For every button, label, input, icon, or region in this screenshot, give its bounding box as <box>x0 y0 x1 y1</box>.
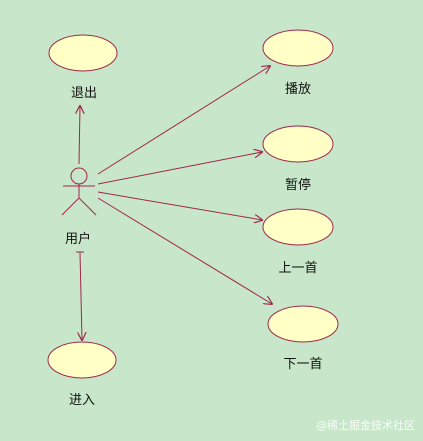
watermark: @稀土掘金技术社区 <box>316 419 415 432</box>
arrow-to-play <box>97 66 270 175</box>
use-case-previous-label: 上一首 <box>278 261 318 276</box>
use-case-previous-ellipse <box>262 208 334 246</box>
use-case-next-label: 下一首 <box>283 357 323 372</box>
use-case-enter-label: 进入 <box>68 393 96 408</box>
use-case-play-ellipse <box>262 29 334 67</box>
use-case-exit-label: 退出 <box>70 86 98 101</box>
arrow-to-enter <box>80 251 82 340</box>
arrow-to-exit <box>79 106 80 165</box>
use-case-exit-ellipse <box>48 34 118 72</box>
use-case-pause-ellipse <box>262 125 334 163</box>
use-case-pause-label: 暂停 <box>284 178 312 193</box>
arrow-to-pause <box>97 152 262 185</box>
arrow-to-previous <box>97 191 262 220</box>
use-case-play-label: 播放 <box>284 82 312 97</box>
use-case-next-ellipse <box>267 305 339 343</box>
actor-figure <box>61 167 97 216</box>
arrow-to-next <box>97 197 272 304</box>
use-case-enter-ellipse <box>47 341 117 379</box>
actor-label: 用户 <box>64 232 92 247</box>
